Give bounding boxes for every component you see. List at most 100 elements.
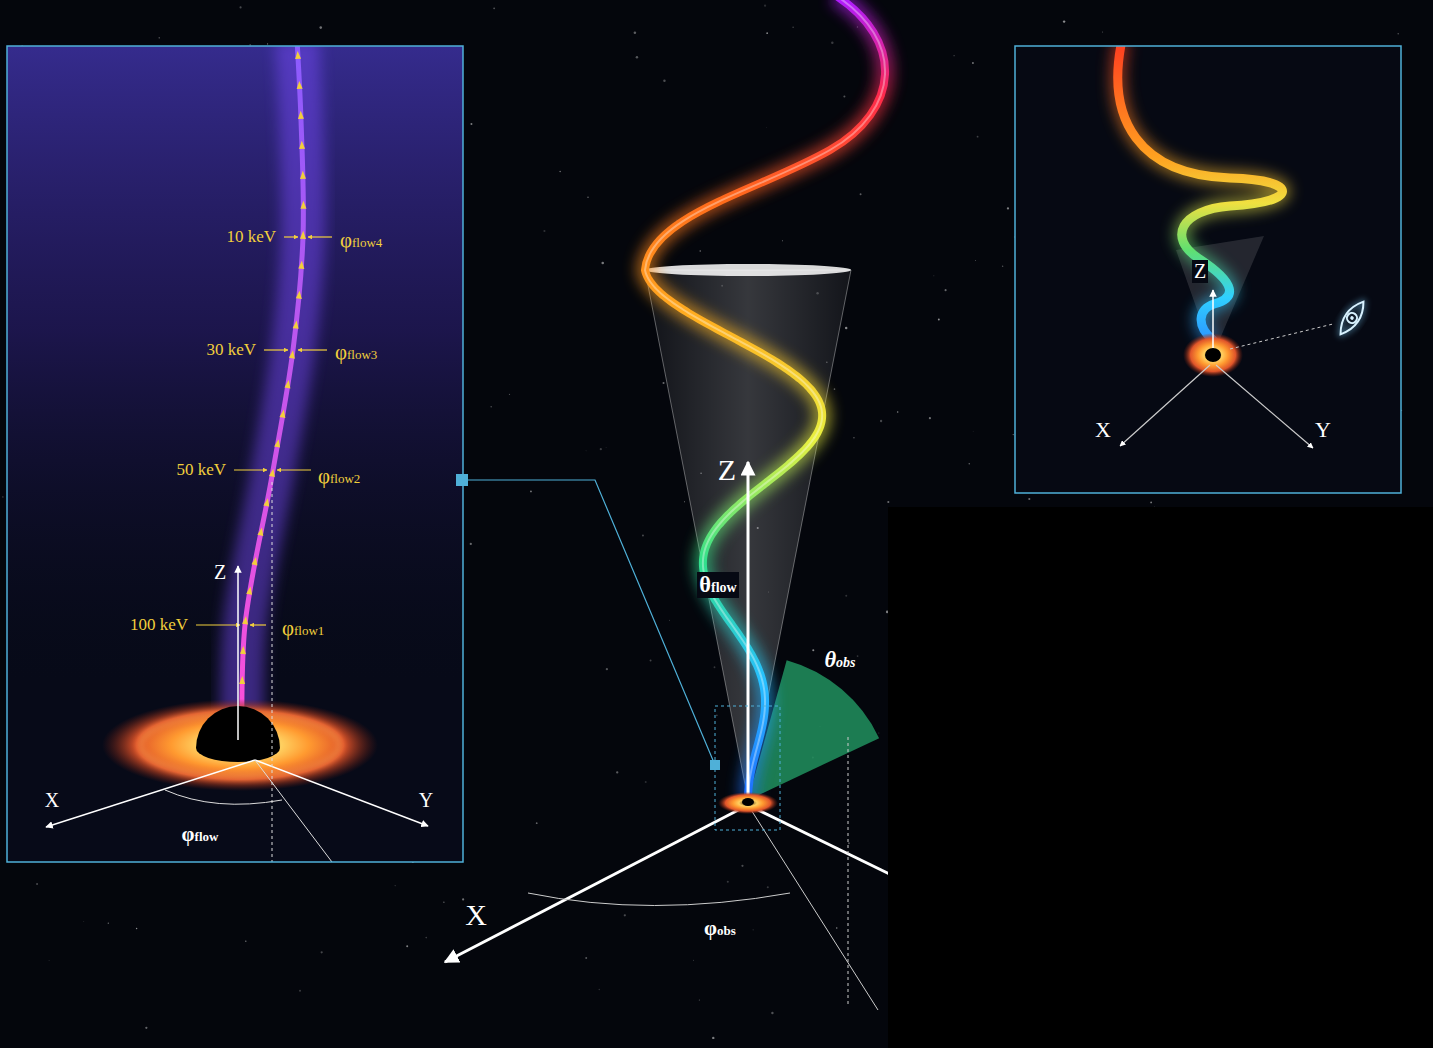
star — [857, 655, 859, 657]
inset-ground — [1015, 46, 1401, 493]
x-axis — [46, 760, 255, 827]
star — [663, 79, 665, 81]
star — [598, 989, 600, 991]
star — [425, 937, 427, 939]
jet-helix — [645, 0, 885, 800]
axis-label: X — [463, 898, 489, 933]
flow-arrow — [239, 676, 245, 684]
star — [727, 881, 729, 883]
pointer-line — [196, 624, 240, 625]
flow-arrow — [298, 111, 304, 119]
star — [559, 171, 561, 173]
star — [938, 318, 940, 320]
star — [975, 260, 977, 262]
star — [771, 1012, 773, 1014]
axis-label: X — [43, 789, 61, 812]
star — [716, 714, 718, 716]
pointer-line — [298, 349, 327, 350]
zoom-marker — [456, 474, 468, 486]
star — [699, 999, 700, 1000]
flow-arrow — [300, 201, 306, 209]
z-axis — [237, 566, 239, 740]
azimuth-arc — [528, 893, 790, 906]
flow-arrow — [279, 409, 286, 418]
star — [642, 534, 644, 536]
pointer-line — [277, 469, 311, 470]
star — [845, 595, 847, 597]
zoom-marker — [710, 760, 720, 770]
accretion-disk — [718, 792, 778, 814]
star — [145, 1027, 147, 1029]
star — [766, 32, 768, 34]
star — [1013, 434, 1014, 435]
cone-top — [645, 264, 851, 276]
star — [470, 123, 472, 125]
energy-label: 50 keV — [174, 460, 228, 480]
inset-content — [1118, 46, 1369, 448]
axis-label: Y — [1313, 417, 1333, 442]
energy-label: 100 keV — [128, 615, 190, 635]
star — [741, 865, 743, 867]
flow-arrow — [296, 290, 303, 299]
star — [1007, 207, 1009, 209]
axis-label: Z — [212, 561, 228, 584]
flow-arrow — [298, 261, 305, 269]
star — [585, 450, 587, 452]
flow-arrow — [300, 231, 306, 239]
sight-line — [1230, 324, 1333, 349]
eye-outline-glow — [1335, 298, 1369, 339]
projection-line — [848, 737, 849, 1005]
eye-pupil — [1349, 315, 1354, 320]
star — [945, 289, 947, 291]
flow-arrow — [263, 498, 270, 507]
pointer-line — [250, 624, 266, 625]
star — [634, 32, 637, 35]
z-axis — [747, 462, 750, 800]
azimuth-line — [748, 805, 878, 1010]
star — [406, 945, 408, 947]
y-axis — [255, 760, 428, 826]
star — [600, 448, 602, 450]
angle-label: φobs — [702, 916, 738, 940]
eye-iris — [1345, 311, 1359, 325]
jet-helix-glow — [645, 0, 885, 800]
star — [490, 406, 491, 407]
inset-border — [7, 46, 463, 862]
pointer-line — [284, 236, 298, 237]
angle-label: θobs — [822, 647, 857, 673]
energy-label: 10 keV — [224, 227, 278, 247]
phase-label: φflow1 — [280, 616, 326, 640]
y-axis — [748, 805, 910, 884]
star — [1150, 501, 1152, 503]
phase-label: φflow2 — [316, 464, 362, 488]
star — [887, 501, 889, 503]
axis-label: Y — [417, 789, 435, 812]
star — [693, 959, 695, 961]
star — [972, 62, 974, 64]
star — [462, 898, 464, 900]
main-figure — [445, 0, 910, 1010]
star — [715, 748, 717, 750]
star — [929, 417, 931, 419]
star — [860, 193, 862, 195]
flow-arrow — [269, 468, 276, 477]
star — [493, 7, 495, 9]
star — [36, 883, 38, 885]
star — [536, 822, 538, 824]
energy-label: 30 keV — [204, 340, 258, 360]
star — [836, 927, 838, 929]
accretion-disk — [102, 699, 378, 791]
flow-arrow — [257, 527, 264, 536]
star — [1028, 498, 1030, 500]
star — [48, 959, 50, 961]
star — [972, 430, 974, 432]
phase-label: φflow4 — [338, 228, 384, 252]
inset-glow — [7, 46, 463, 862]
flow-arrow — [295, 51, 301, 59]
star — [299, 990, 301, 992]
star — [857, 26, 858, 27]
star — [319, 26, 322, 29]
star — [645, 781, 647, 783]
star — [601, 262, 604, 265]
star — [267, 43, 268, 44]
